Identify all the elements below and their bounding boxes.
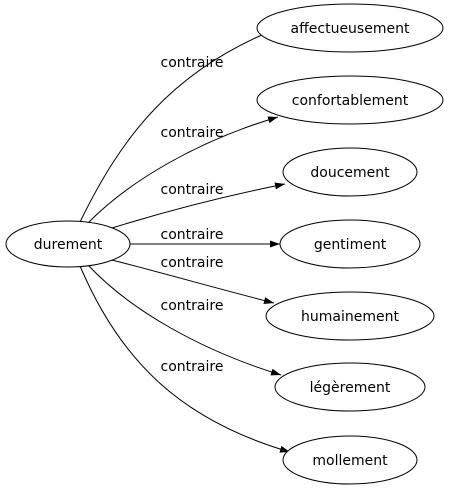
node-mollement[interactable]: mollement [282, 435, 418, 485]
node-ellipse [282, 435, 418, 485]
edge-humainement: contraire [111, 255, 275, 304]
edge-line [79, 265, 291, 453]
node-ellipse [5, 220, 131, 268]
edges: contraire contraire contraire contraire … [79, 26, 291, 453]
node-label: doucement [310, 165, 390, 181]
node-label: gentiment [314, 237, 387, 253]
edge-mollement: contraire [79, 265, 291, 453]
node-label: mollement [312, 453, 388, 469]
node-label: légèrement [310, 380, 391, 396]
edge-line [111, 182, 286, 229]
edge-doucement: contraire [111, 182, 286, 229]
node-ellipse [256, 75, 444, 125]
edge-line [111, 259, 275, 304]
edge-gentiment: contraire [130, 227, 280, 248]
nodes: durement affectueusement confortablement… [5, 3, 444, 485]
node-humainement[interactable]: humainement [265, 291, 435, 341]
edge-label: contraire [161, 227, 224, 243]
node-label: affectueusement [291, 21, 410, 37]
node-ellipse [279, 219, 421, 269]
node-doucement[interactable]: doucement [282, 147, 418, 197]
node-label: confortablement [292, 93, 409, 109]
node-label: durement [34, 237, 103, 253]
edge-confortablement: contraire [87, 116, 279, 224]
edge-label: contraire [161, 255, 224, 271]
edge-line [87, 264, 282, 376]
node-legerement[interactable]: légèrement [274, 362, 426, 412]
edge-label: contraire [161, 298, 224, 314]
edge-label: contraire [161, 359, 224, 375]
edge-line [79, 26, 282, 223]
node-gentiment[interactable]: gentiment [279, 219, 421, 269]
node-ellipse [256, 3, 444, 53]
edge-affectueusement: contraire [79, 26, 282, 223]
edge-legerement: contraire [87, 264, 282, 376]
node-label: humainement [301, 309, 399, 325]
node-affectueusement[interactable]: affectueusement [256, 3, 444, 53]
node-confortablement[interactable]: confortablement [256, 75, 444, 125]
edge-label: contraire [161, 125, 224, 141]
edge-label: contraire [161, 55, 224, 71]
node-ellipse [274, 362, 426, 412]
node-ellipse [265, 291, 435, 341]
edge-label: contraire [161, 182, 224, 198]
node-durement[interactable]: durement [5, 220, 131, 268]
node-ellipse [282, 147, 418, 197]
edge-line [87, 116, 279, 224]
